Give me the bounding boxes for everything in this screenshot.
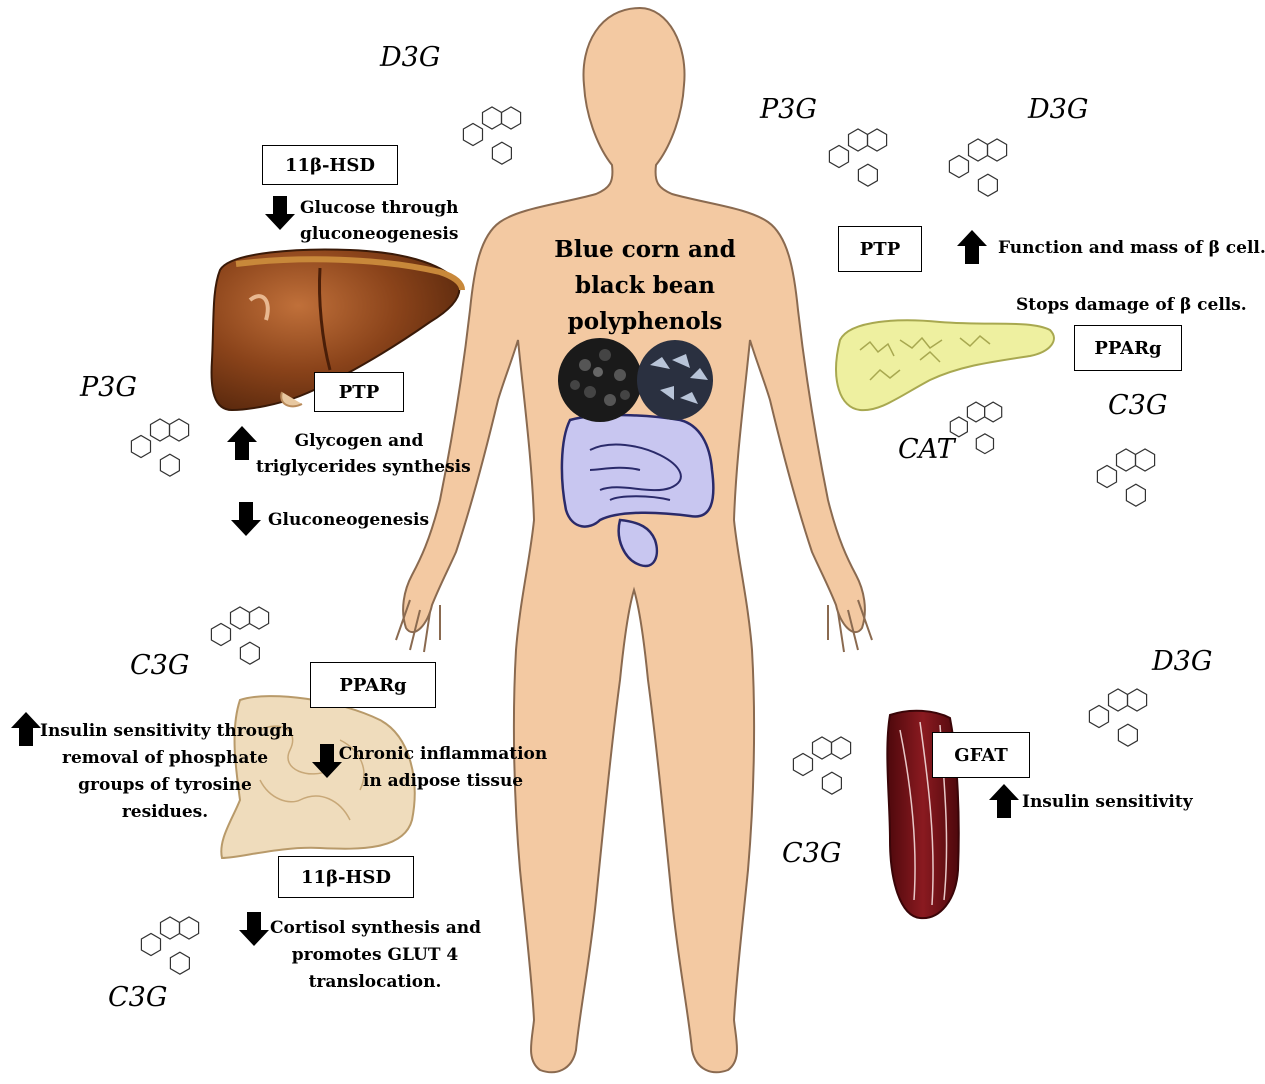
muscle-insulin-text: Insulin sensitivity (1022, 792, 1193, 812)
molecule-d3g-right (949, 139, 1006, 196)
adipose-insulin-line-1: Insulin sensitivity through (40, 718, 290, 745)
liver-glucose-down-arrow (265, 196, 295, 230)
adipose-cortisol-down-arrow (239, 912, 269, 946)
center-title-line-1: Blue corn and (550, 232, 740, 268)
liver-glucose-line-2: gluconeogenesis (300, 221, 458, 247)
muscle-insulin-up-arrow (989, 784, 1019, 818)
molecule-c3g-adipose (211, 607, 268, 664)
muscle-gfat-box: GFAT (932, 732, 1030, 778)
compound-label-d3g-muscle: D3G (1152, 646, 1212, 677)
compound-label-d3g-right: D3G (1028, 94, 1088, 125)
pancreas-function-up-arrow (957, 230, 987, 264)
molecule-d3g-muscle (1089, 689, 1146, 746)
compound-label-d3g-top: D3G (380, 42, 440, 73)
compound-label-p3g-liver: P3G (80, 372, 137, 403)
pancreas-illustration (836, 320, 1054, 410)
adipose-cortisol-text: Cortisol synthesis and promotes GLUT 4 t… (270, 915, 480, 996)
liver-glycogen-line-2: triglycerides synthesis (256, 454, 462, 480)
compound-label-c3g-pancreas: C3G (1108, 390, 1167, 421)
compound-label-c3g-adipose: C3G (130, 650, 189, 681)
liver-glucose-text: Glucose through gluconeogenesis (300, 195, 458, 247)
adipose-inflammation-line-1: Chronic inflammation (338, 741, 548, 768)
molecule-d3g-top (463, 107, 520, 164)
adipose-insulin-up-arrow (11, 712, 41, 746)
adipose-cortisol-line-2: promotes GLUT 4 (270, 942, 480, 969)
center-title: Blue corn and black bean polyphenols (550, 232, 740, 340)
adipose-cortisol-line-1: Cortisol synthesis and (270, 915, 480, 942)
liver-glucose-line-1: Glucose through (300, 195, 458, 221)
compound-label-c3g-bottom: C3G (108, 982, 167, 1013)
center-title-line-2: black bean (550, 268, 740, 304)
adipose-inflammation-text: Chronic inflammation in adipose tissue (338, 741, 548, 795)
adipose-inflammation-line-2: in adipose tissue (338, 768, 548, 795)
liver-gluconeogenesis-text: Gluconeogenesis (268, 510, 429, 530)
pancreas-ppar-box: PPARg (1074, 325, 1182, 371)
compound-label-p3g-right: P3G (760, 94, 817, 125)
adipose-cortisol-line-3: translocation. (270, 969, 480, 996)
adipose-ppar-box: PPARg (310, 662, 436, 708)
molecule-c3g-pancreas (1097, 449, 1154, 506)
molecule-p3g-liver (131, 419, 188, 476)
black-bean-pile (558, 338, 642, 422)
compound-label-c3g-muscle: C3G (782, 838, 841, 869)
pancreas-ptp-box: PTP (838, 226, 922, 272)
liver-ptp-box: PTP (314, 372, 404, 412)
intestine-illustration (562, 415, 713, 527)
molecule-c3g-muscle (793, 737, 850, 794)
molecule-cat (950, 402, 1001, 454)
adipose-insulin-line-2: removal of phosphate (40, 745, 290, 772)
adipose-insulin-text: Insulin sensitivity through removal of p… (40, 718, 290, 826)
liver-gluconeo-down-arrow (231, 502, 261, 536)
liver-hsd-box: 11β-HSD (262, 145, 398, 185)
blue-corn-pile (637, 340, 713, 420)
liver-glycogen-line-1: Glycogen and (256, 428, 462, 454)
adipose-hsd-box: 11β-HSD (278, 856, 414, 898)
liver-glycogen-text: Glycogen and triglycerides synthesis (256, 428, 462, 480)
liver-glycogen-up-arrow (227, 426, 257, 460)
pancreas-function-text: Function and mass of β cell. (998, 238, 1265, 258)
pancreas-stops-text: Stops damage of β cells. (1016, 295, 1247, 315)
adipose-insulin-line-3: groups of tyrosine (40, 772, 290, 799)
adipose-insulin-line-4: residues. (40, 799, 290, 826)
molecule-c3g-bottom (141, 917, 198, 974)
center-title-line-3: polyphenols (550, 304, 740, 340)
molecule-p3g-right (829, 129, 886, 186)
compound-label-cat: CAT (898, 434, 955, 465)
